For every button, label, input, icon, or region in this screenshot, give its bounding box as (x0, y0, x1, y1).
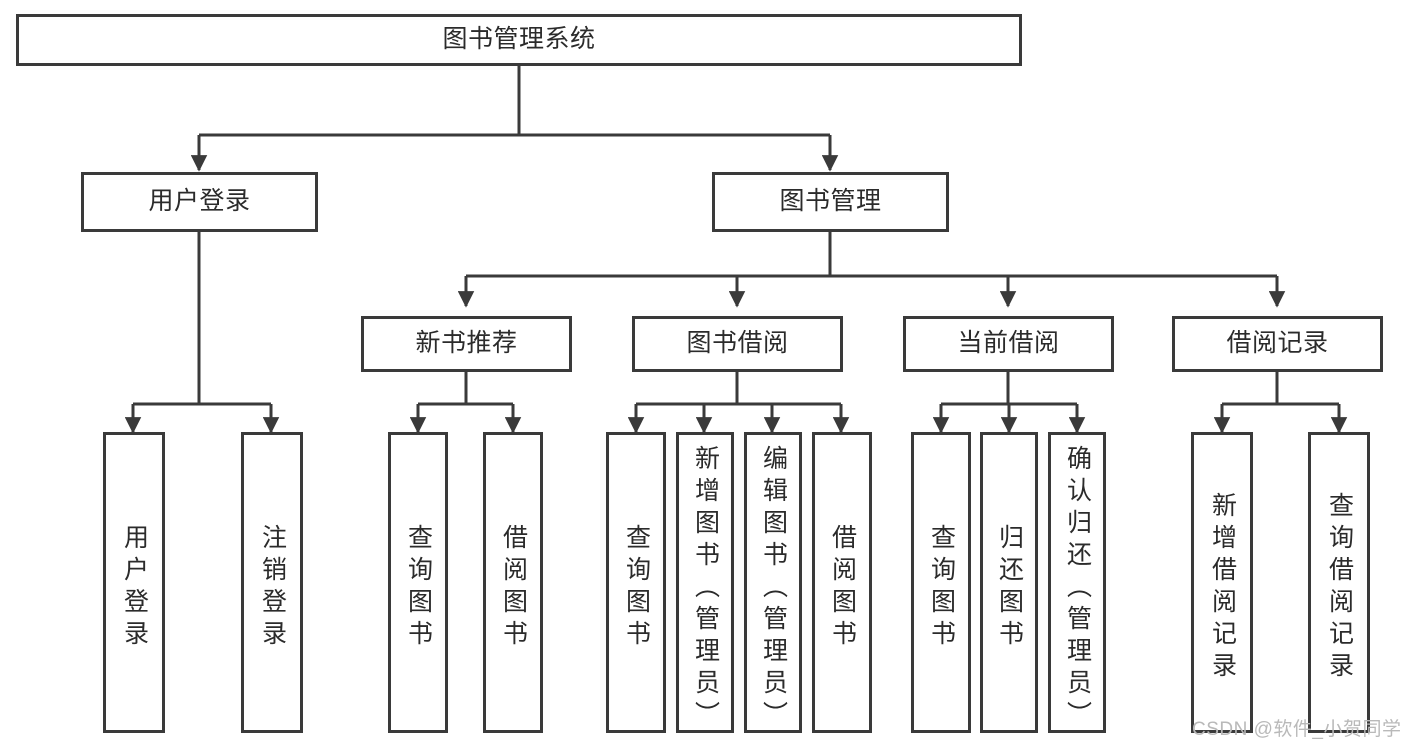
leaf-query-book-2-label: 查询图书 (622, 523, 651, 652)
leaf-user-login[interactable]: 用户登录 (103, 432, 165, 733)
node-borrow-records-label: 借阅记录 (1226, 329, 1329, 358)
leaf-return-book[interactable]: 归还图书 (980, 432, 1038, 733)
leaf-query-book-2[interactable]: 查询图书 (606, 432, 666, 733)
leaf-add-borrow-record[interactable]: 新增借阅记录 (1191, 432, 1253, 733)
leaf-logout-label: 注销登录 (258, 523, 287, 652)
node-root[interactable]: 图书管理系统 (16, 14, 1022, 66)
leaf-query-book-3[interactable]: 查询图书 (911, 432, 971, 733)
node-current-borrow[interactable]: 当前借阅 (903, 316, 1114, 372)
leaf-borrow-book-1-label: 借阅图书 (499, 523, 528, 652)
node-book-management[interactable]: 图书管理 (712, 172, 949, 232)
node-user-login-label: 用户登录 (148, 187, 251, 216)
csdn-watermark: CSDN @软件_小贺同学 (1192, 719, 1402, 740)
node-root-label: 图书管理系统 (442, 25, 596, 54)
leaf-add-book-admin[interactable]: 新增图书（管理员） (676, 432, 734, 733)
leaf-query-book-1[interactable]: 查询图书 (388, 432, 448, 733)
node-user-login[interactable]: 用户登录 (81, 172, 318, 232)
node-book-borrow-label: 图书借阅 (686, 329, 789, 358)
leaf-user-login-label: 用户登录 (120, 523, 149, 652)
leaf-add-borrow-record-label: 新增借阅记录 (1208, 491, 1237, 684)
leaf-query-book-1-label: 查询图书 (404, 523, 433, 652)
node-new-book-recommend-label: 新书推荐 (415, 329, 518, 358)
leaf-edit-book-admin[interactable]: 编辑图书（管理员） (744, 432, 802, 733)
leaf-confirm-return-admin[interactable]: 确认归还（管理员） (1048, 432, 1106, 733)
leaf-query-book-3-label: 查询图书 (927, 523, 956, 652)
node-current-borrow-label: 当前借阅 (957, 329, 1060, 358)
leaf-query-borrow-record[interactable]: 查询借阅记录 (1308, 432, 1370, 733)
node-book-borrow[interactable]: 图书借阅 (632, 316, 843, 372)
node-new-book-recommend[interactable]: 新书推荐 (361, 316, 572, 372)
node-borrow-records[interactable]: 借阅记录 (1172, 316, 1383, 372)
node-book-management-label: 图书管理 (779, 187, 882, 216)
leaf-logout[interactable]: 注销登录 (241, 432, 303, 733)
leaf-confirm-return-admin-label: 确认归还（管理员） (1063, 445, 1092, 733)
leaf-edit-book-admin-label: 编辑图书（管理员） (759, 445, 788, 733)
leaf-query-borrow-record-label: 查询借阅记录 (1325, 491, 1354, 684)
leaf-add-book-admin-label: 新增图书（管理员） (691, 445, 720, 733)
leaf-borrow-book-2-label: 借阅图书 (828, 523, 857, 652)
leaf-borrow-book-2[interactable]: 借阅图书 (812, 432, 872, 733)
leaf-return-book-label: 归还图书 (995, 523, 1024, 652)
leaf-borrow-book-1[interactable]: 借阅图书 (483, 432, 543, 733)
